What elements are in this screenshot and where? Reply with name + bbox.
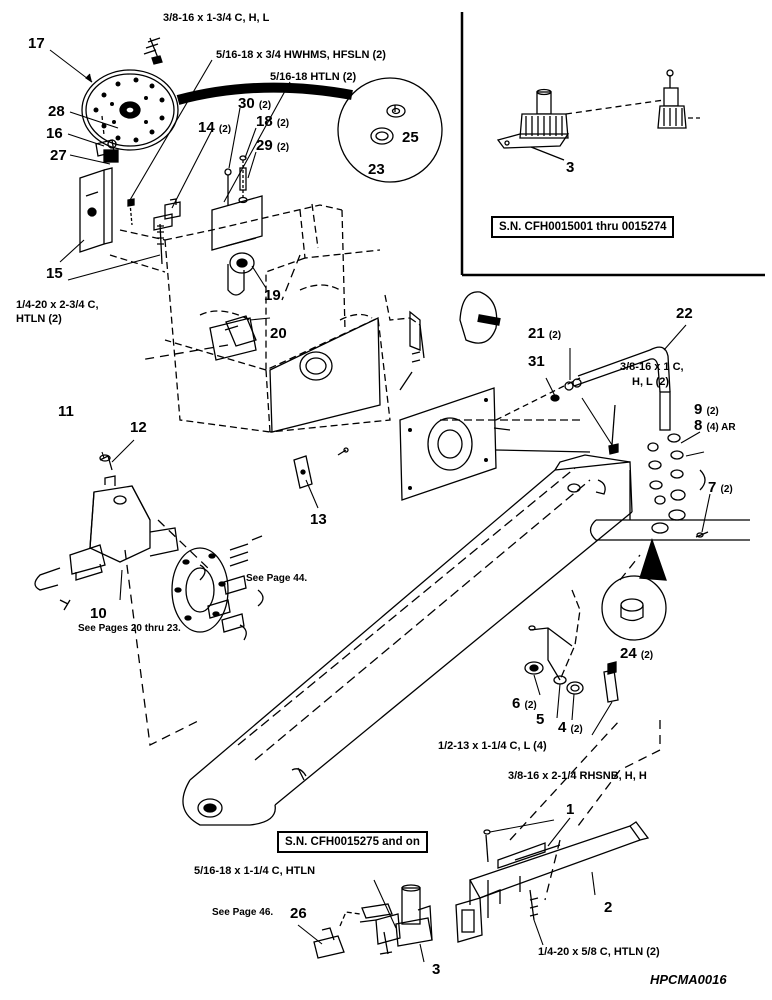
spinner-assembly-lower xyxy=(313,884,433,959)
boom-tube xyxy=(440,419,750,541)
figure-code: HPCMA0016 xyxy=(650,972,727,987)
inset-spinner-part xyxy=(496,69,700,161)
part-25: 25 xyxy=(402,129,419,146)
part-11: 11 xyxy=(58,403,74,420)
see-page-46-note: See Page 46. xyxy=(212,907,274,918)
switch-bracket xyxy=(79,115,119,253)
hardware-spec-6: 1/2-13 x 1-1/4 C, L (4) xyxy=(438,740,547,752)
hub-flange xyxy=(171,535,264,641)
part-2: 2 xyxy=(604,899,613,916)
serial-range-new-box: S.N. CFH0015275 and on xyxy=(277,831,428,853)
hardware-spec-4b: HTLN (2) xyxy=(16,313,62,325)
part-5: 5 xyxy=(536,711,545,728)
serial-range-old-box: S.N. CFH0015001 thru 0015274 xyxy=(491,216,675,238)
gearbox xyxy=(34,454,206,611)
part-23: 23 xyxy=(368,161,385,178)
detail-circle-24 xyxy=(601,537,667,641)
boom-arm xyxy=(182,454,633,826)
hardware-spec-3: 5/16-18 HTLN (2) xyxy=(270,71,357,83)
hitch-assembly xyxy=(455,821,650,943)
see-pages-20-23-note: See Pages 20 thru 23. xyxy=(78,623,181,634)
bolt-top xyxy=(143,37,163,65)
part-14: 14 (2) xyxy=(198,119,232,136)
part-8: 8 (4) AR xyxy=(694,417,736,434)
part-28: 28 xyxy=(48,103,65,120)
hardware-spec-2: 5/16-18 x 3/4 HWHMS, HFSLN (2) xyxy=(216,49,386,61)
washer-stack xyxy=(647,433,709,538)
part-9: 9 (2) xyxy=(694,401,719,418)
part-3-lower: 3 xyxy=(432,961,441,978)
chute-tube xyxy=(573,346,671,455)
part-18: 18 (2) xyxy=(256,113,290,130)
part-20: 20 xyxy=(270,325,287,342)
part-19: 19 xyxy=(264,287,281,304)
part-6: 6 (2) xyxy=(512,695,537,712)
shaft-parts xyxy=(337,377,582,456)
part-7: 7 (2) xyxy=(708,479,733,496)
hardware-spec-5b: H, L (2) xyxy=(632,376,670,388)
part-27: 27 xyxy=(50,147,67,164)
part-30: 30 (2) xyxy=(238,95,272,112)
part-13: 13 xyxy=(310,511,327,528)
small-bolts xyxy=(127,198,164,265)
part-16: 16 xyxy=(46,125,63,142)
spinner-disc xyxy=(81,69,353,151)
part-10: 10 xyxy=(90,605,107,622)
part-22: 22 xyxy=(676,305,693,322)
hardware-spec-9: 1/4-20 x 5/8 C, HTLN (2) xyxy=(538,946,660,958)
part-29: 29 (2) xyxy=(256,137,290,154)
hardware-spec-7: 3/8-16 x 2-1/4 RHSNB, H, H xyxy=(508,770,647,782)
part-17: 17 xyxy=(28,35,45,52)
dashed-leaders xyxy=(124,254,661,901)
hardware-spec-4a: 1/4-20 x 2-3/4 C, xyxy=(16,299,99,311)
chute-mount xyxy=(211,155,263,347)
part-24: 24 (2) xyxy=(620,645,654,662)
see-page-44-note: See Page 44. xyxy=(246,573,308,584)
leader-lines xyxy=(49,49,711,963)
hardware-spec-1: 3/8-16 x 1-3/4 C, H, L xyxy=(163,12,270,24)
hardware-spec-5a: 3/8-16 x 1 C, xyxy=(620,361,684,373)
hardware-spec-8: 5/16-18 x 1-1/4 C, HTLN xyxy=(194,865,316,877)
part-15: 15 xyxy=(46,265,63,282)
part-31: 31 xyxy=(528,353,545,370)
main-housing xyxy=(109,203,421,433)
part-4: 4 (2) xyxy=(558,719,583,736)
part-3-inset: 3 xyxy=(566,159,575,176)
boom-flange-plate xyxy=(399,291,511,501)
housing-solid xyxy=(209,310,425,433)
part-1: 1 xyxy=(566,801,575,818)
part-26: 26 xyxy=(290,905,307,922)
part-12: 12 xyxy=(130,419,147,436)
inset-frame xyxy=(460,12,765,277)
part-21: 21 (2) xyxy=(528,325,562,342)
detail-circle xyxy=(337,77,443,183)
link-parts xyxy=(524,589,619,703)
pin-13 xyxy=(293,455,313,489)
